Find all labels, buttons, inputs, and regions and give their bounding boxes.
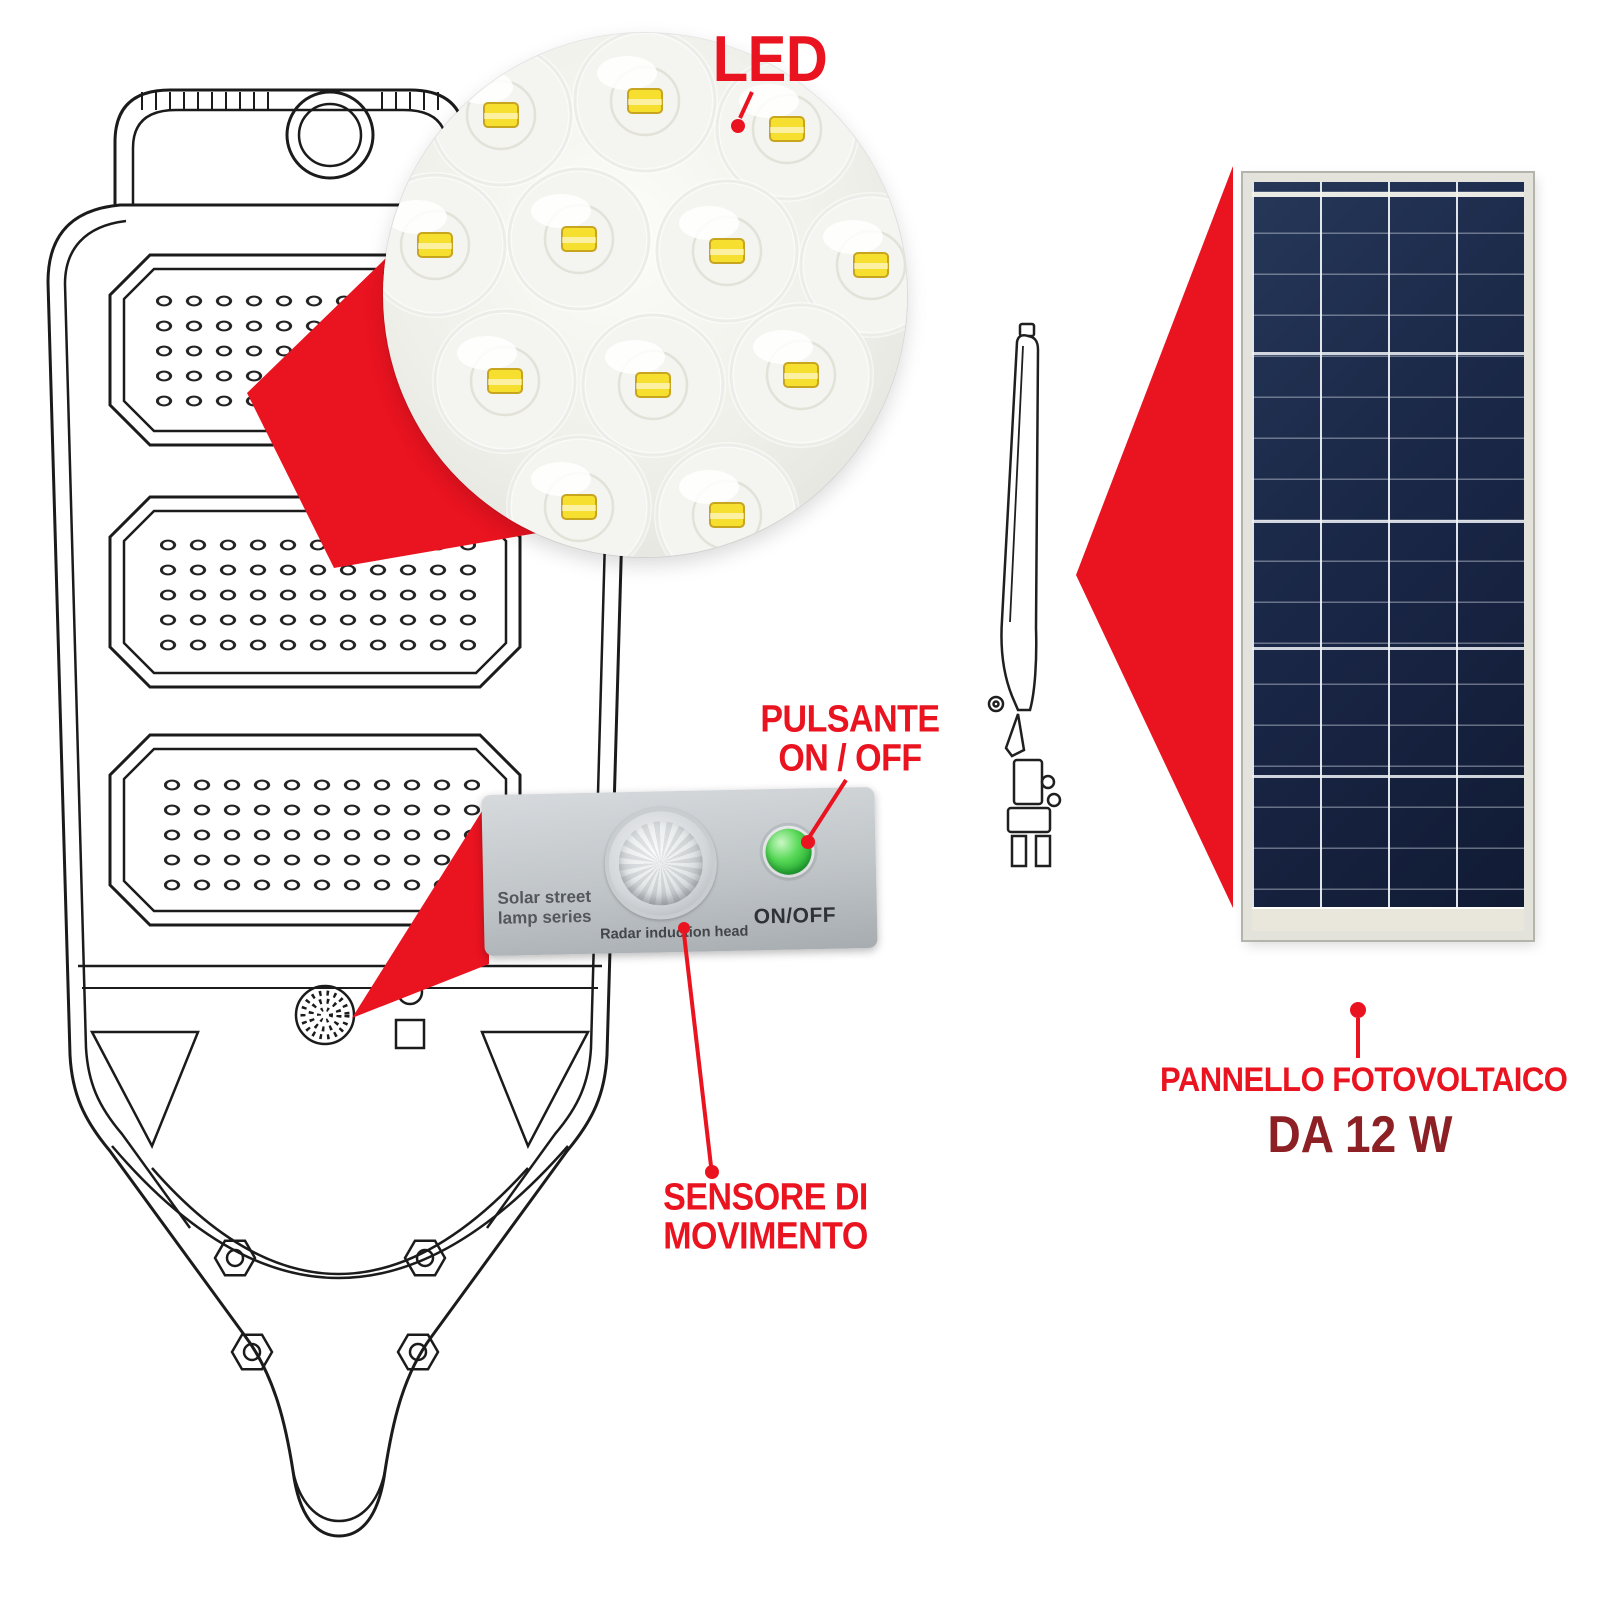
solar-panel-separator: [1252, 775, 1524, 778]
hatch-lines: [141, 92, 439, 110]
led-lens-array: [383, 33, 907, 557]
brand-line-2: lamp series: [497, 906, 592, 928]
solar-panel-separator: [1252, 647, 1524, 650]
solar-panel-cells: [1252, 182, 1524, 931]
motion-sensor-pointer-line: [682, 933, 713, 1167]
radar-sensor-bezel: [603, 806, 718, 921]
motion-sensor-label-line1: SENSORE DI: [663, 1175, 868, 1219]
control-panel-photo: Solar street lamp series Radar induction…: [481, 786, 878, 957]
lamp-bolts: [213, 1239, 447, 1371]
brand-line-1: Solar street: [497, 886, 592, 908]
radar-sensor-dome: [617, 820, 704, 907]
solar-panel-separator: [1252, 520, 1524, 523]
motion-sensor-label-line2: MOVIMENTO: [663, 1215, 868, 1258]
solar-panel-photo: [1243, 173, 1533, 940]
solar-panel-separator: [1252, 352, 1524, 355]
motion-sensor-label: SENSORE DI MOVIMENTO: [638, 1175, 893, 1258]
solar-panel-label: PANNELLO FOTOVOLTAICO: [1160, 1059, 1568, 1099]
solar-panel-busbar: [1252, 192, 1524, 197]
power-button-label: PULSANTE ON / OFF: [730, 697, 970, 780]
on-off-button[interactable]: [765, 828, 813, 876]
power-button-label-line2: ON / OFF: [778, 737, 922, 780]
lamp-sensor-area: [78, 964, 602, 1050]
port-drawing: [394, 1018, 426, 1050]
led-label: LED: [655, 22, 885, 96]
power-button-label-line1: PULSANTE: [760, 697, 940, 741]
button-drawing: [396, 978, 424, 1006]
on-off-caption: ON/OFF: [753, 903, 837, 929]
solar-panel-wattage-text: DA 12 W: [1267, 1105, 1453, 1164]
solar-panel-wattage-label: DA 12 W: [1160, 1104, 1560, 1164]
control-panel-brand-text: Solar street lamp series: [497, 887, 591, 929]
solar-panel-callout-beam: [1076, 166, 1233, 908]
lamp-lower-brackets: [89, 1030, 591, 1523]
lamp-led-grid-3: [164, 776, 480, 894]
solar-panel-side-view-drawing: [987, 322, 1062, 868]
led-closeup-photo: [383, 33, 907, 557]
lamp-led-grid-2: [160, 536, 476, 654]
solar-panel-pointer-dot: [1350, 1002, 1366, 1018]
solar-panel-label-line1: PANNELLO FOTOVOLTAICO: [1160, 1059, 1568, 1099]
solar-panel-bottom-strip: [1252, 907, 1524, 931]
led-label-text: LED: [712, 22, 828, 96]
